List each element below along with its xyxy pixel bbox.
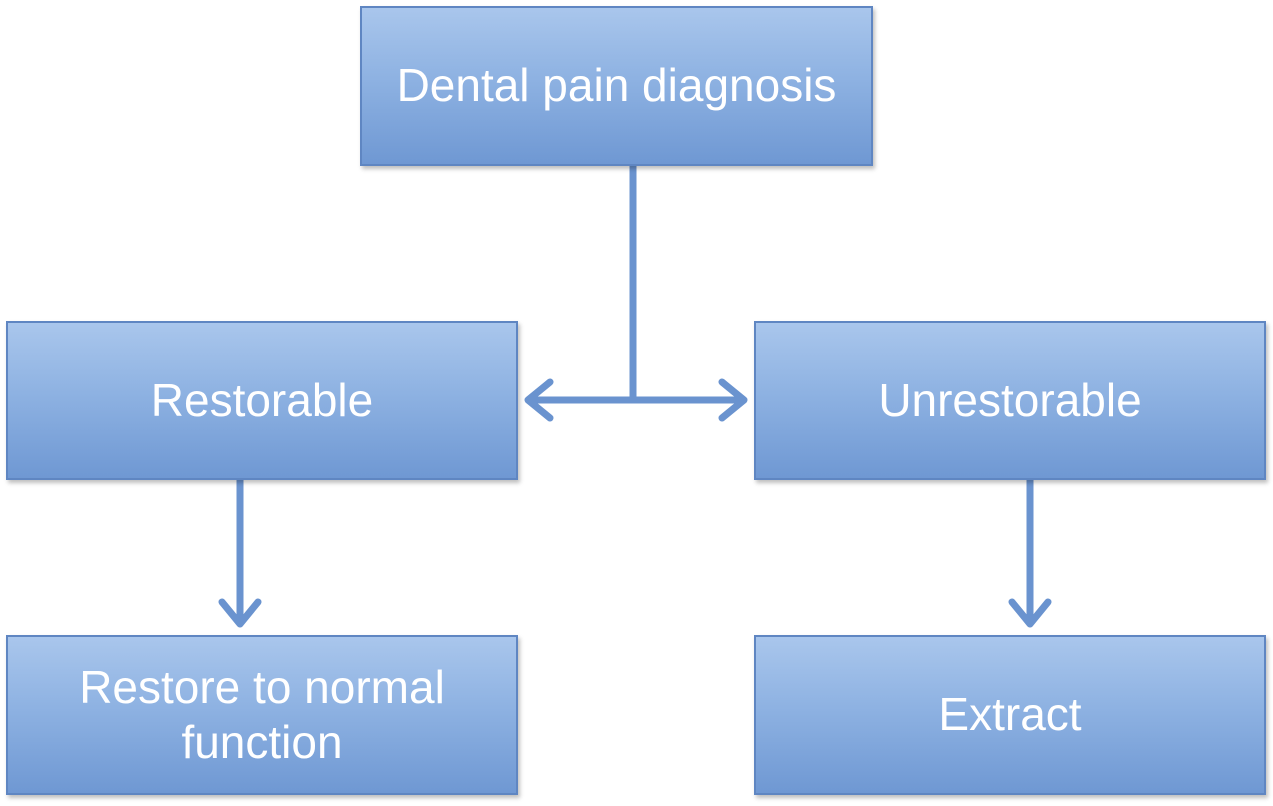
arrowhead-right xyxy=(718,378,748,422)
node-restore-to-normal-function: Restore to normal function xyxy=(6,635,518,795)
node-label: Unrestorable xyxy=(878,373,1142,426)
node-label: Restore to normal function xyxy=(79,660,445,768)
node-unrestorable: Unrestorable xyxy=(754,321,1266,480)
node-extract: Extract xyxy=(754,635,1266,795)
arrowhead-down-left xyxy=(218,598,262,628)
node-label: Restorable xyxy=(150,373,374,426)
node-label: Dental pain diagnosis xyxy=(396,59,837,112)
node-restorable: Restorable xyxy=(6,321,518,480)
node-label: Extract xyxy=(938,688,1082,741)
arrowhead-down-right xyxy=(1008,598,1052,628)
node-dental-pain-diagnosis: Dental pain diagnosis xyxy=(360,6,873,166)
arrowhead-left xyxy=(524,378,554,422)
